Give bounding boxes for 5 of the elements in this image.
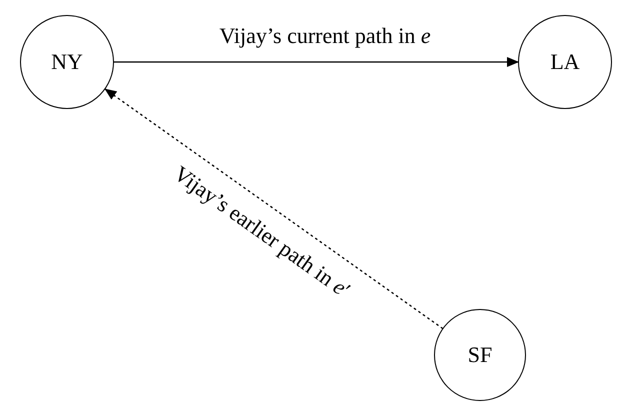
city-label: LA: [550, 51, 580, 73]
city-label: NY: [51, 51, 83, 73]
arrow: [104, 88, 444, 330]
arrow: [113, 57, 519, 67]
city-label: SF: [468, 344, 492, 366]
